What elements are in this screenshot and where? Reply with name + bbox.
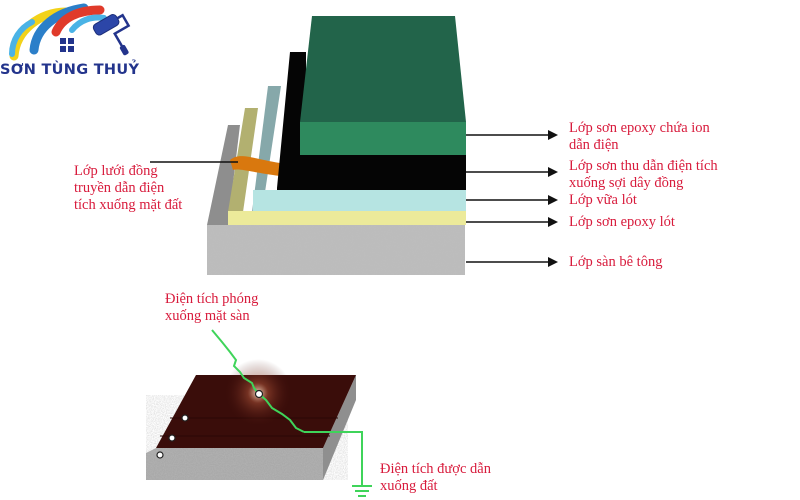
- layer-stack: [207, 16, 466, 275]
- mortar-label: Lớp vữa lót: [569, 192, 637, 208]
- ground-wire: [304, 431, 363, 486]
- conductive-layer: [277, 52, 466, 190]
- floor-slab: [146, 359, 356, 480]
- ground-label: Điện tích được dẫn xuống đất: [380, 461, 491, 494]
- ground-icon: [352, 485, 372, 497]
- paint-roller-house-icon: [9, 3, 131, 61]
- charge-dots: [156, 389, 264, 459]
- brand-name: SƠN TÙNG THUỶ: [0, 62, 140, 78]
- discharge-label: Điện tích phóng xuống mặt sàn: [165, 291, 259, 324]
- epoxy-primer-label: Lớp sơn epoxy lót: [569, 214, 675, 230]
- epoxy-ion-layer-top: [300, 16, 466, 122]
- epoxy-ion-label: Lớp sơn epoxy chứa ion dẫn điện: [569, 120, 710, 153]
- layer-arrows: [466, 130, 558, 267]
- discharge-path: [211, 329, 305, 433]
- mortar-layer: [253, 190, 466, 211]
- epoxy-ion-layer-front: [300, 122, 466, 155]
- brand-logo: SƠN TÙNG THUỶ: [0, 0, 150, 88]
- copper-mesh-label: Lớp lưới đồng truyền dẫn điện tích xuống…: [74, 163, 183, 213]
- epoxy-primer-layer: [228, 211, 466, 225]
- concrete-label: Lớp sàn bê tông: [569, 254, 663, 270]
- conductive-collector-label: Lớp sơn thu dẫn điện tích xuống sợi dây …: [569, 158, 718, 191]
